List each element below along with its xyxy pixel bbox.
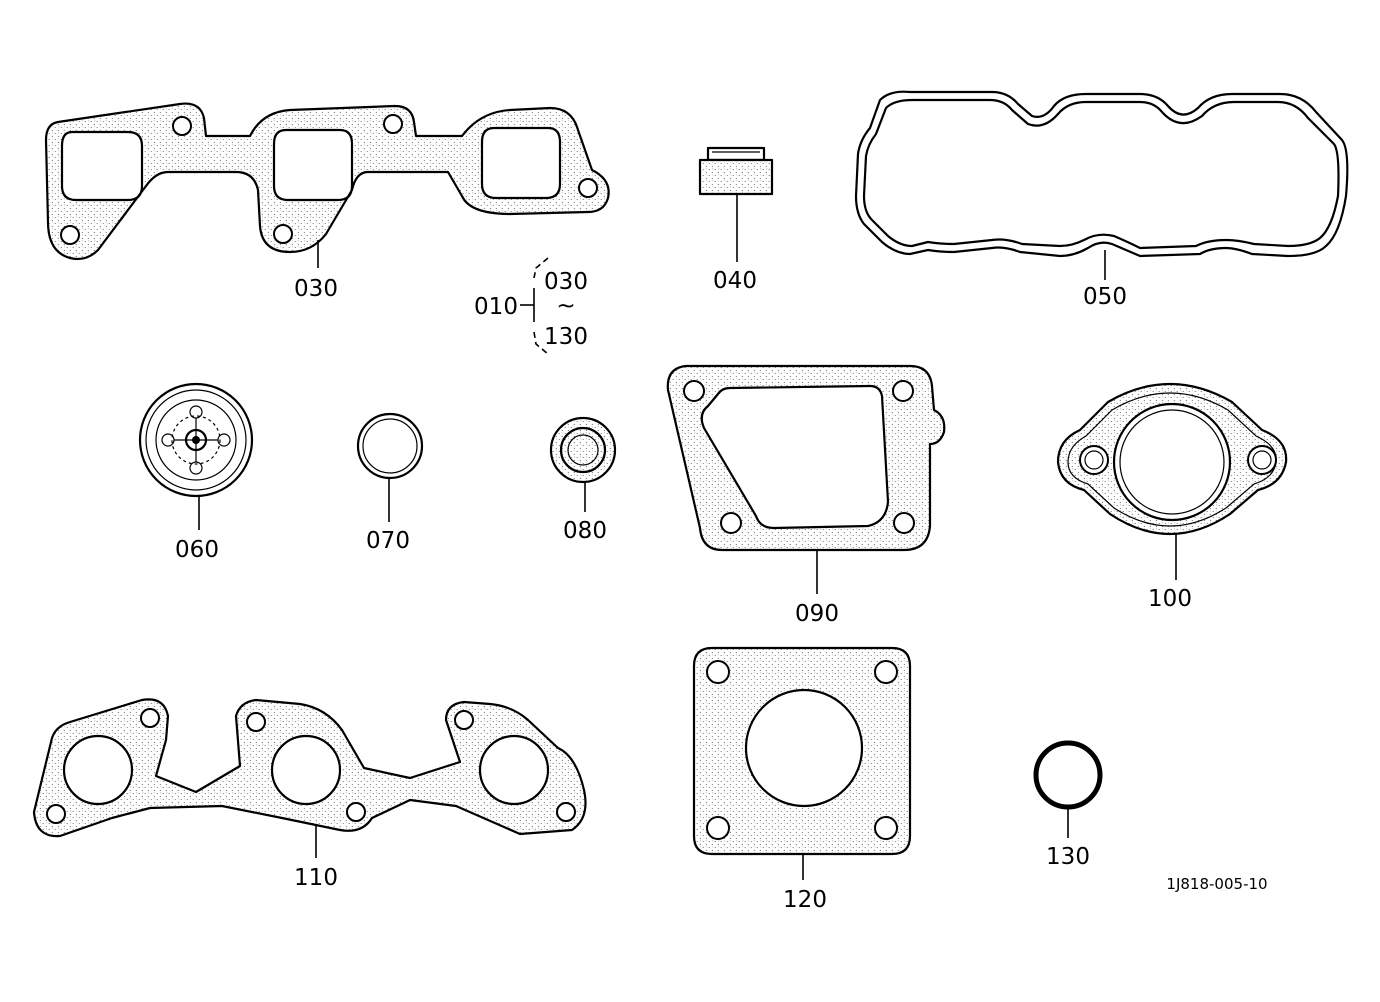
label-060: 060 — [175, 537, 219, 563]
part-080-oil-seal[interactable]: 080 — [549, 416, 617, 544]
part-090-cover-gasket[interactable]: 090 — [666, 364, 946, 627]
label-050: 050 — [1083, 284, 1127, 310]
label-030: 030 — [294, 276, 338, 302]
kit-bracket-010: 010 030 ~ 130 — [474, 257, 588, 355]
label-010: 010 — [474, 294, 518, 320]
label-080: 080 — [563, 518, 607, 544]
part-110-intake-manifold-gasket[interactable]: 110 — [32, 698, 587, 891]
label-070: 070 — [366, 528, 410, 554]
part-130-o-ring-small[interactable]: 130 — [1033, 740, 1103, 870]
label-120: 120 — [783, 887, 827, 913]
part-050-head-cover-gasket[interactable]: 050 — [854, 90, 1349, 310]
part-030-exhaust-manifold-gasket[interactable]: 030 — [44, 102, 610, 302]
drawing-number: 1J818-005-10 — [1166, 875, 1267, 893]
label-kit-range-symbol: ~ — [556, 293, 575, 319]
part-120-square-flange-gasket[interactable]: 120 — [692, 646, 912, 913]
part-070-o-ring[interactable]: 070 — [356, 412, 424, 554]
label-110: 110 — [294, 865, 338, 891]
label-kit-range-start: 030 — [544, 269, 588, 295]
label-090: 090 — [795, 601, 839, 627]
label-kit-range-end: 130 — [544, 324, 588, 350]
part-060-oil-seal-plug[interactable]: 060 — [138, 382, 254, 563]
part-100-flange-gasket[interactable]: 100 — [1056, 382, 1288, 612]
label-100: 100 — [1148, 586, 1192, 612]
part-040-valve-stem-seal[interactable]: 040 — [698, 146, 774, 294]
label-040: 040 — [713, 268, 757, 294]
label-130: 130 — [1046, 844, 1090, 870]
